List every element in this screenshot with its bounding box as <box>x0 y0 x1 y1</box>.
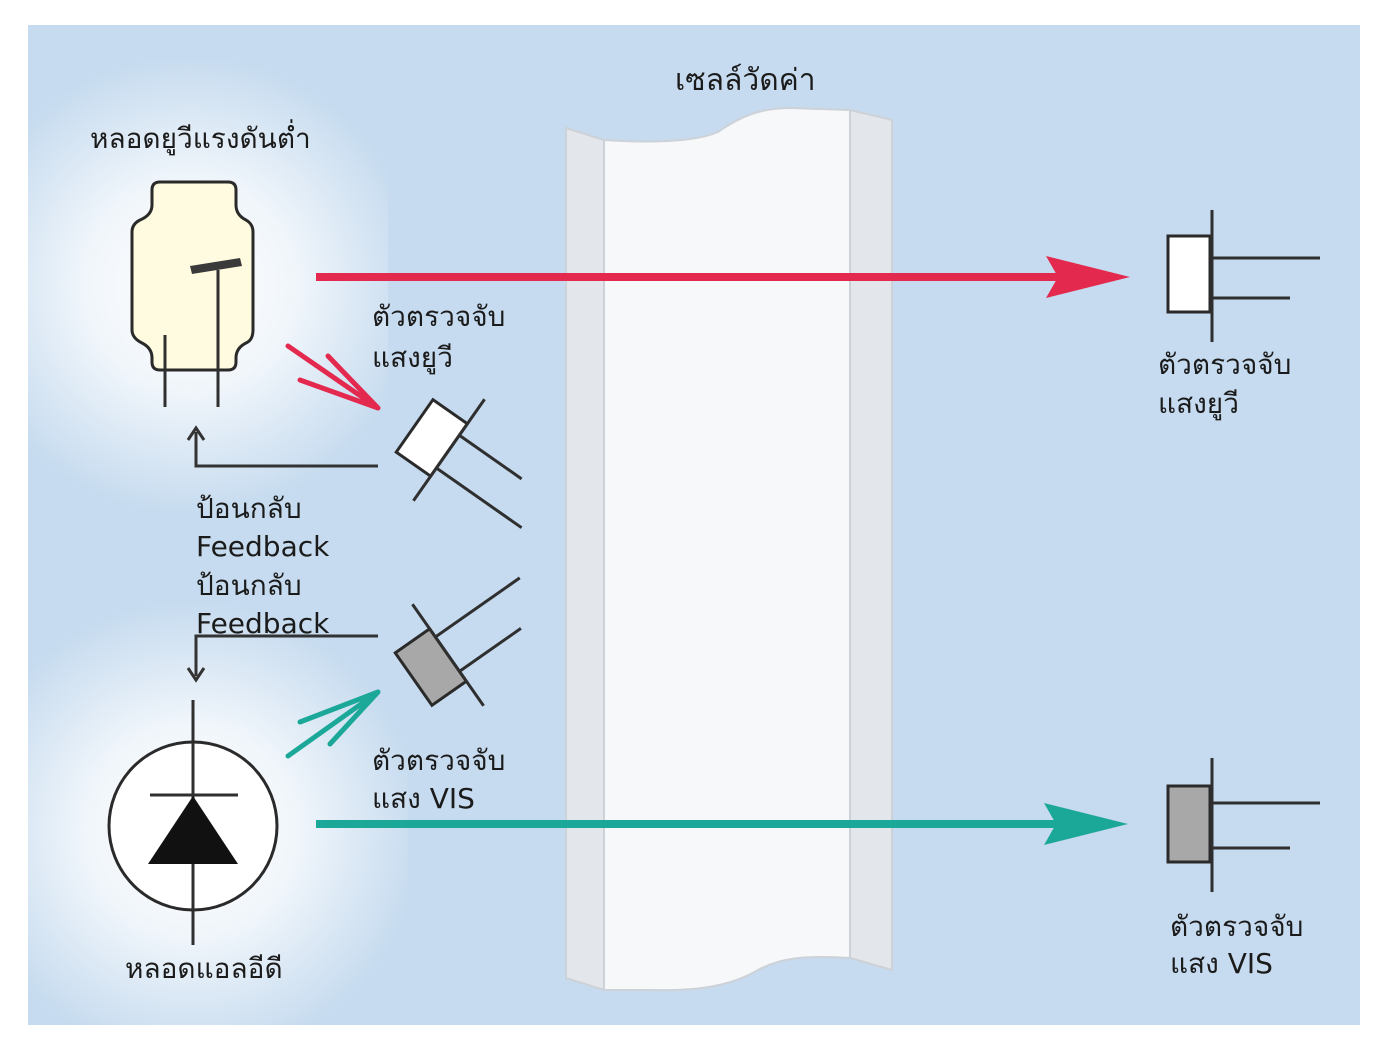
vis-measurement-detector-label-line2: แสง VIS <box>1170 947 1273 980</box>
uv-feedback-label-thai: ป้อนกลับ <box>196 492 302 525</box>
vis-measurement-detector-window <box>1166 784 1212 864</box>
cell-body <box>565 106 893 992</box>
led-diode-triangle <box>148 796 238 864</box>
vis-reference-detector-lead <box>458 627 522 673</box>
vis-measurement-detector <box>1166 758 1320 892</box>
uv-feedback-arrowhead <box>186 425 206 441</box>
uv-beam-arrow <box>316 256 1130 298</box>
vis-reference-detector-label-line1: ตัวตรวจจับ <box>372 744 505 777</box>
vis-reference-detector-lead <box>434 576 521 639</box>
measurement-cell <box>565 106 893 992</box>
vis-measurement-detector-label-line1: ตัวตรวจจับ <box>1170 910 1303 943</box>
vis-reference-detector-label-line2: แสง VIS <box>372 782 475 815</box>
uv-lamp-bulb <box>130 180 255 372</box>
uv-reference-detector-label-line1: ตัวตรวจจับ <box>372 300 505 333</box>
vis-feedback-arrowhead <box>186 667 206 683</box>
vis-feedback-arrow <box>186 634 378 683</box>
vis-feedback-label-english: Feedback <box>196 607 330 640</box>
uv-feedback-arrow <box>186 425 378 468</box>
cell-right-wall <box>849 108 893 972</box>
vis-reference-detector-plate <box>411 603 485 707</box>
vis-reference-detector <box>393 576 522 708</box>
vis-beam-arrow <box>316 803 1128 845</box>
vis-beam-arrowhead <box>1044 803 1128 845</box>
uv-ray-arrow <box>285 343 381 411</box>
led-label: หลอดแอลอีดี <box>125 952 283 985</box>
uv-reference-detector-plate <box>412 398 486 502</box>
uv-measurement-detector-window <box>1166 234 1212 314</box>
uv-measurement-detector <box>1166 210 1320 342</box>
uv-lamp-filament <box>190 258 242 274</box>
uv-measurement-detector-label-line2: แสงยูวี <box>1158 387 1239 421</box>
cell-left-wall <box>565 126 605 992</box>
uv-measurement-detector-label-line1: ตัวตรวจจับ <box>1158 348 1291 381</box>
vis-feedback-line <box>194 634 378 676</box>
uv-feedback-line <box>194 432 378 468</box>
uv-beam-arrowhead <box>1046 256 1130 298</box>
led <box>107 700 279 945</box>
uv-reference-detector-lead <box>435 466 523 529</box>
vis-feedback-label-thai: ป้อนกลับ <box>196 569 302 602</box>
uv-reference-detector-label-line2: แสงยูวี <box>372 341 453 375</box>
uv-reference-detector <box>394 397 523 529</box>
vis-ray-arrow <box>285 689 381 759</box>
uv-lamp-label: หลอดยูวีแรงดันต่ำ <box>90 119 311 156</box>
uv-reference-detector-lead <box>458 434 523 481</box>
uv-feedback-label-english: Feedback <box>196 530 330 563</box>
cell-label: เซลล์วัดค่า <box>675 63 816 98</box>
uv-lamp <box>130 180 255 407</box>
